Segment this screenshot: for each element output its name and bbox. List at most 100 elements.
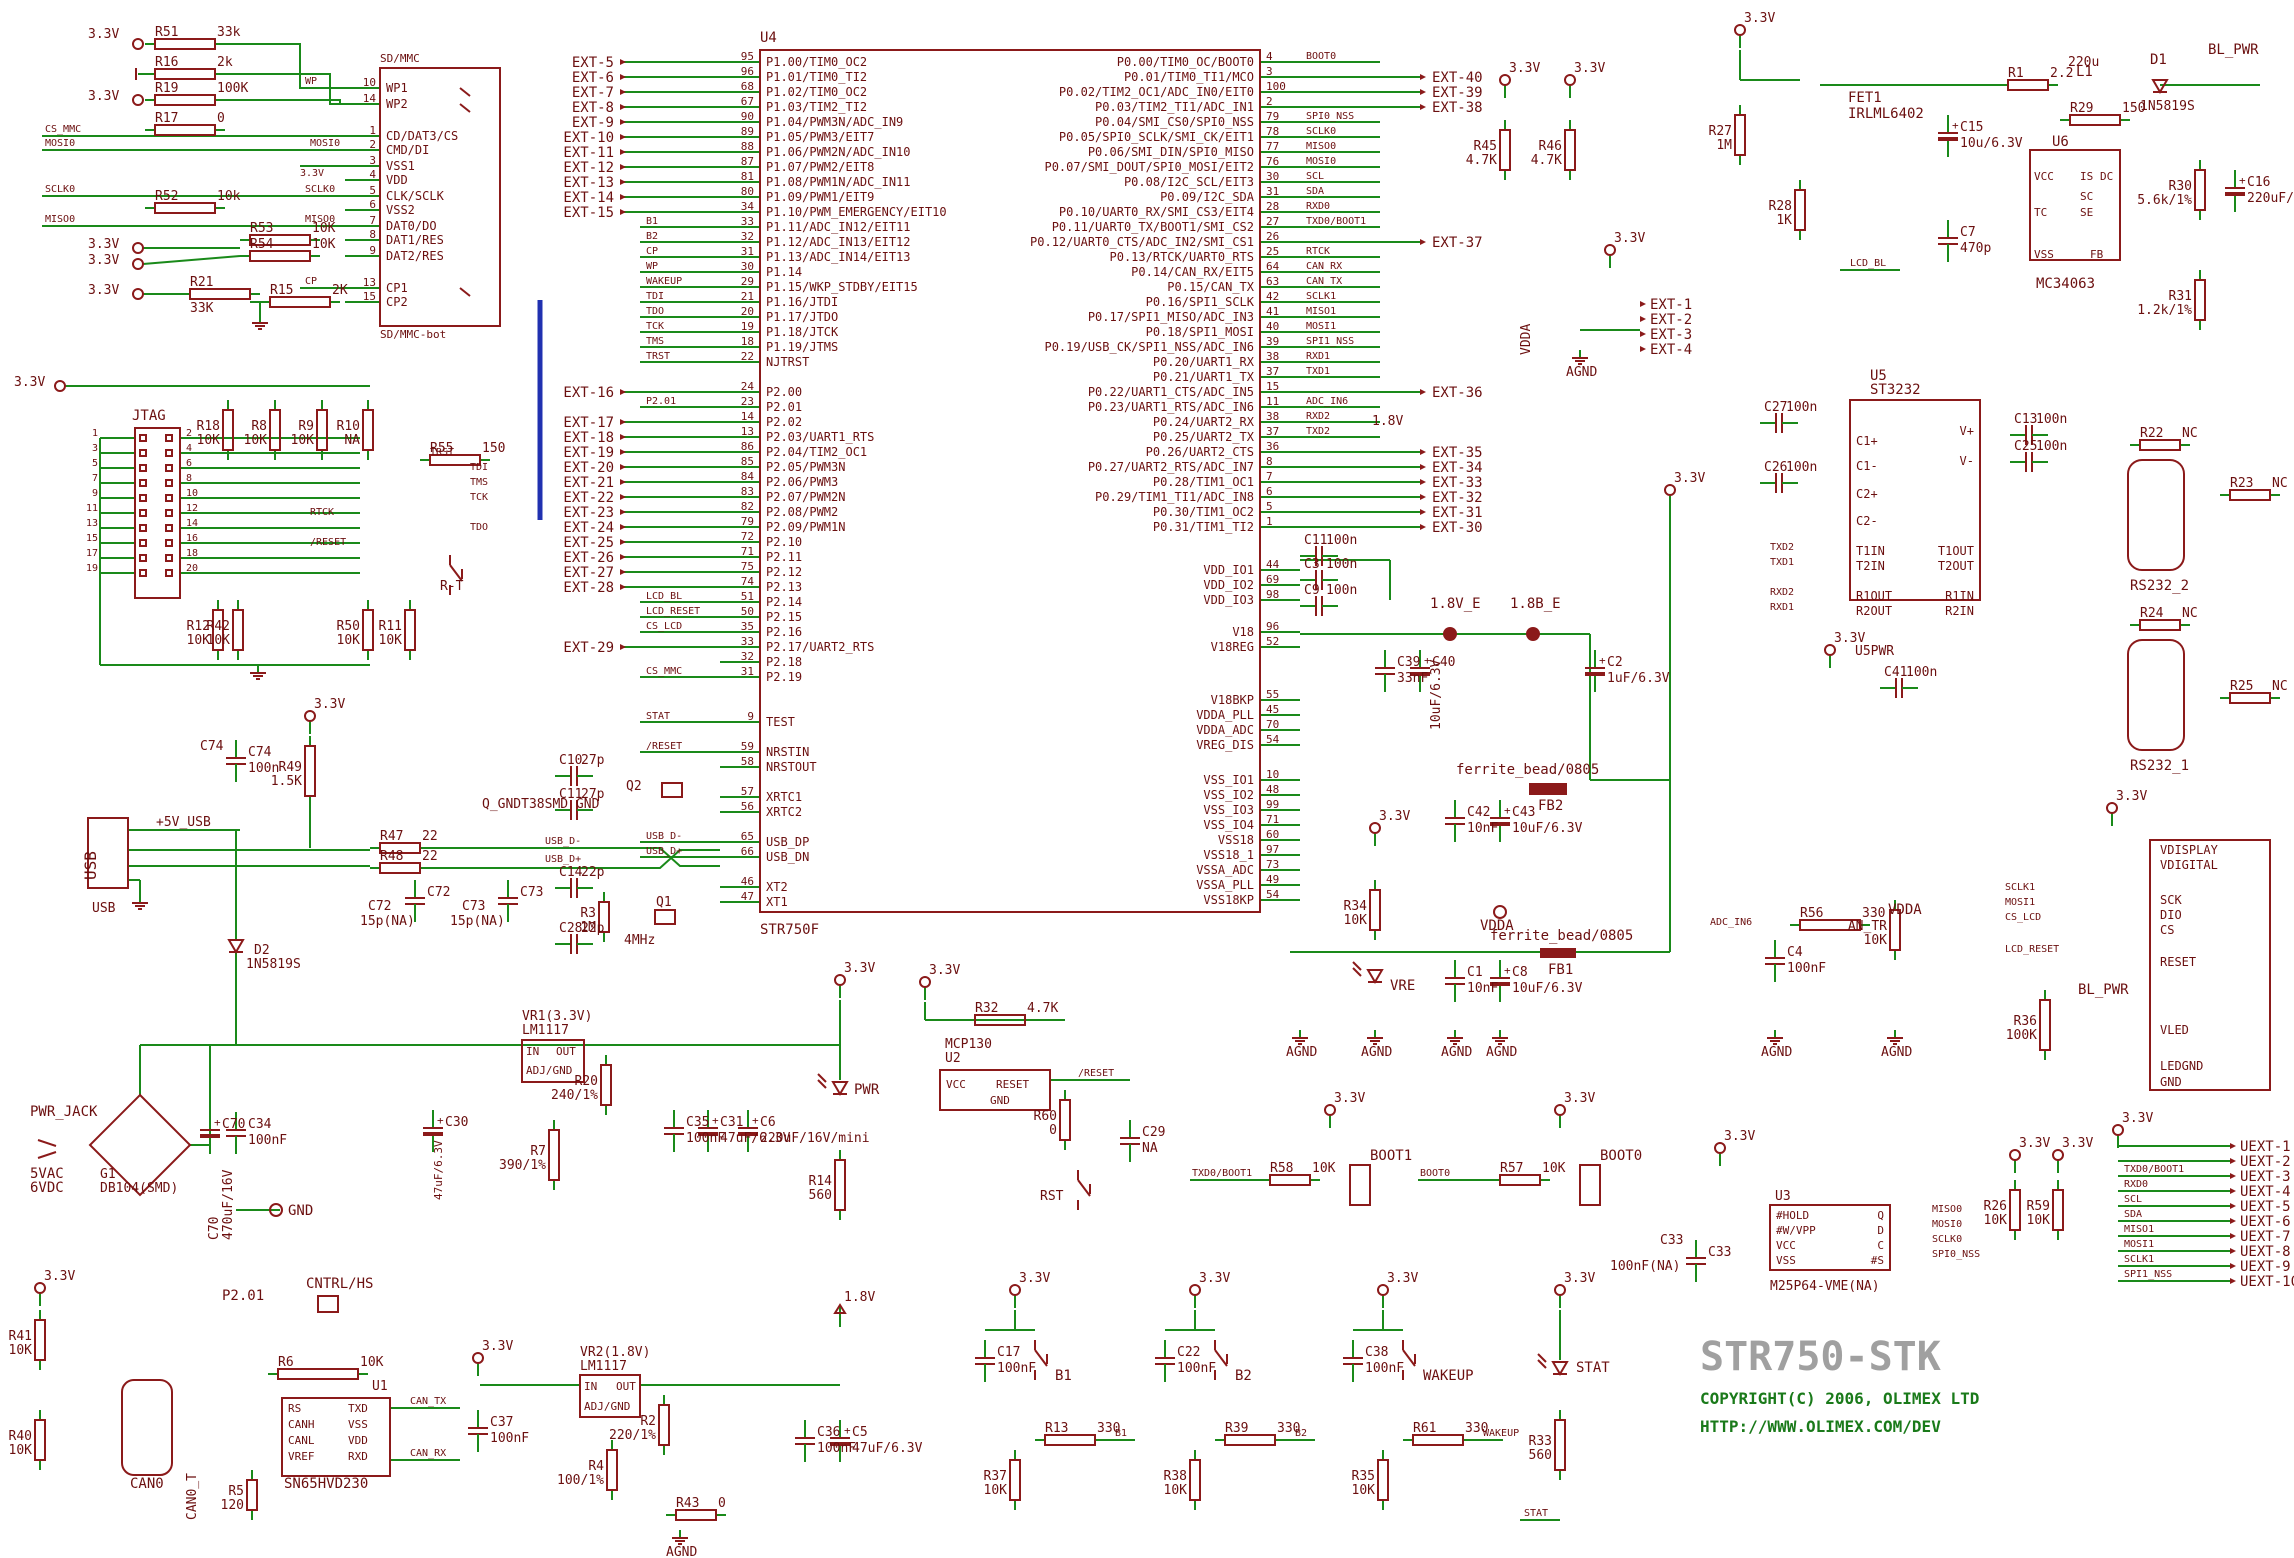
resistor-ref: R54 <box>250 237 274 252</box>
net-label: RXD2 <box>1770 587 1794 598</box>
supply-symbol <box>2009 1149 2021 1161</box>
resistor-ref: R17 <box>155 111 178 126</box>
usb-label: USB <box>81 851 100 880</box>
net-label: CANH <box>288 1418 315 1431</box>
rs232-1-connector <box>2127 639 2185 751</box>
capacitor-ref: C1 <box>1467 965 1483 980</box>
capacitor-value: 100nF <box>997 1361 1036 1376</box>
d2-ref: D2 <box>254 943 270 958</box>
sdmmc-pin: CP1 <box>386 281 408 295</box>
u4-pin-number: 66 <box>741 845 754 858</box>
wire <box>225 99 341 104</box>
component-body <box>2194 279 2206 321</box>
net-label: SPI0_NSS <box>1306 111 1354 122</box>
net-label: OUT <box>556 1045 576 1058</box>
capacitor-value: 100nF <box>490 1431 529 1446</box>
component-body <box>379 67 501 327</box>
resistor-ref: R50 <box>337 619 360 634</box>
supply-label: 3.3V <box>1199 1271 1230 1286</box>
u4-pin-number: 31 <box>741 245 754 258</box>
u4-pin-name: TEST <box>766 715 795 729</box>
fet1-ref: FET1 <box>1848 90 1882 106</box>
supply-symbol <box>472 1352 484 1364</box>
u4-pin-number: 5 <box>1266 500 1273 513</box>
resistor-ref: R16 <box>155 55 178 70</box>
capacitor-value: 470p <box>1960 241 1991 256</box>
net-label: TCK <box>470 492 488 503</box>
boot1-label: BOOT1 <box>1370 1148 1412 1164</box>
uext-label: UEXT-4 <box>2240 1184 2291 1200</box>
u4-pin-number: 47 <box>741 890 754 903</box>
resistor-ref: R38 <box>1164 1469 1187 1484</box>
sdmmc-pin-number: 1 <box>369 124 376 137</box>
capacitor-value: 100nF <box>248 1133 287 1148</box>
capacitor-value: 100n <box>1786 460 1817 475</box>
supply-symbol <box>1554 1284 1566 1296</box>
resistor-value: 2K <box>332 283 348 298</box>
u4-pin-name: NRSTIN <box>766 745 809 759</box>
resistor-ref: R6 <box>278 1355 294 1370</box>
net-label: + <box>2239 174 2246 187</box>
u4-pin-number: 70 <box>1266 718 1279 731</box>
u4-pin-number: 60 <box>1266 828 1279 841</box>
u4-pin-number: 96 <box>741 65 754 78</box>
u4-pin-number: 82 <box>741 500 754 513</box>
capacitor-ref: C15 <box>1960 120 1983 135</box>
sdmmc-pin-number: 10 <box>363 76 376 89</box>
resistor-value: NC <box>2272 679 2288 694</box>
u4-pin-name: XRTC2 <box>766 805 802 819</box>
net-label: SPI1_NSS <box>2124 1269 2172 1280</box>
resistor-value: 10K <box>360 1355 384 1370</box>
resistor-value: 10K <box>244 433 268 448</box>
resistor-ref: R59 <box>2027 1199 2050 1214</box>
u4-pin-number: 96 <box>1266 620 1279 633</box>
component-body <box>1499 129 1511 171</box>
supply-symbol <box>1189 1284 1201 1296</box>
u4-part: STR750F <box>760 922 819 938</box>
resistor-ref: R51 <box>155 25 178 40</box>
u4-pin-number: 83 <box>741 485 754 498</box>
resistor-ref: R12 <box>187 619 210 634</box>
net-label: EXT-6 <box>572 70 614 86</box>
capacitor-value: 10uF/6.3V <box>1512 821 1583 836</box>
u4-pin-number: 84 <box>741 470 755 483</box>
net-label: + <box>1504 804 1511 817</box>
u4-pin-name: P0.12/UART0_CTS/ADC_IN2/SMI_CS1 <box>1030 235 1254 249</box>
supply-label: 3.3V <box>482 1339 513 1354</box>
net-label: LCD_BL <box>646 591 682 602</box>
supply-symbol <box>1324 1104 1336 1116</box>
u4-pin-number: 65 <box>741 830 754 843</box>
net-label: 11 <box>86 503 98 514</box>
lcd-pin: VDIGITAL <box>2160 858 2218 872</box>
net-label: 3.3V <box>300 168 324 179</box>
wire <box>225 43 345 89</box>
can0-label: CAN0 <box>130 1476 164 1492</box>
resistor-ref: R26 <box>1984 1199 2007 1214</box>
net-label: TDI <box>646 291 664 302</box>
supply-arrow <box>833 1303 847 1314</box>
capacitor-ref: C37 <box>490 1415 513 1430</box>
net-label: EXT-19 <box>563 445 614 461</box>
component-body <box>2009 1189 2021 1231</box>
resistor-ref: R61 <box>1413 1421 1436 1436</box>
component-body <box>154 124 216 136</box>
u4-pin-number: 29 <box>741 275 754 288</box>
resistor-value: 10K <box>187 633 211 648</box>
u4-pin-name: P0.29/TIM1_TI1/ADC_IN8 <box>1095 490 1254 504</box>
resistor-ref: R3 <box>580 906 596 921</box>
net-label: /RESET <box>1078 1068 1114 1079</box>
lcd-pin: DIO <box>2160 908 2182 922</box>
resistor-ref: R41 <box>9 1329 32 1344</box>
supply-label: 3.3V <box>1724 1129 1755 1144</box>
sdmmc-pin: WP2 <box>386 97 408 111</box>
net-label: USB_D- <box>545 836 581 847</box>
resistor-value: NC <box>2272 476 2288 491</box>
net-label: VDD <box>348 1434 368 1447</box>
component-body <box>1499 1174 1541 1186</box>
supply-label: 3.3V <box>1614 231 1645 246</box>
supply-label: 3.3V <box>2062 1136 2093 1151</box>
component-body <box>316 409 328 451</box>
u4-pin-number: 81 <box>741 170 754 183</box>
net-label: SDA <box>2124 1209 2142 1220</box>
